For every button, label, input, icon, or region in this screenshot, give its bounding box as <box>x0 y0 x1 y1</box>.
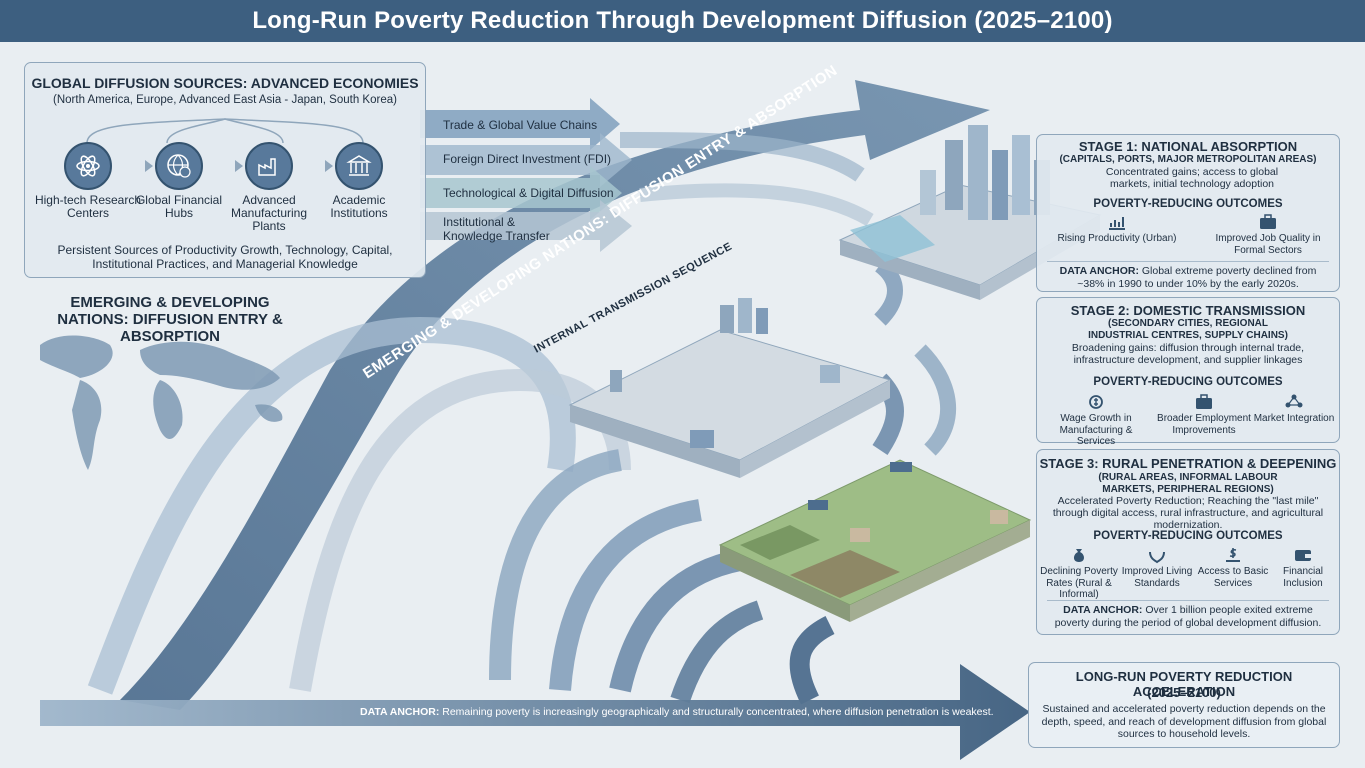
dollar-hand-icon <box>1226 548 1240 562</box>
sources-footer: Persistent Sources of Productivity Growt… <box>57 243 393 271</box>
channel-institutional: Institutional & Knowledge Transfer <box>443 215 550 243</box>
channel-arrow-2 <box>420 133 632 187</box>
stage3-panel: STAGE 3: RURAL PENETRATION & DEEPENING (… <box>1036 449 1340 635</box>
wallet-icon <box>1295 550 1311 561</box>
page-title: Long-Run Poverty Reduction Through Devel… <box>0 0 1365 42</box>
wage-icon <box>1089 395 1103 409</box>
source-label-finance: Global Financial Hubs <box>135 193 223 220</box>
acceleration-panel: LONG-RUN POVERTY REDUCTION ACCELERATION … <box>1028 662 1340 748</box>
institution-icon <box>335 142 383 190</box>
channel-tech: Technological & Digital Diffusion <box>443 186 614 200</box>
stage2-town-illustration <box>568 298 892 478</box>
sources-branch-lines <box>86 118 364 144</box>
stage1-panel: STAGE 1: NATIONAL ABSORPTION (CAPITALS, … <box>1036 134 1340 292</box>
outcome-label: Improved Job Quality in Formal Sectors <box>1215 233 1321 256</box>
anchor-label: DATA ANCHOR: <box>360 706 440 718</box>
outcome-financial-inclusion: Financial Inclusion <box>1267 546 1339 589</box>
outcome-label: Market Integration <box>1253 413 1335 424</box>
source-label-research: High-tech Research Centers <box>34 193 142 220</box>
stage3-desc: Accelerated Poverty Reduction; Reaching … <box>1052 495 1324 531</box>
sources-heading: GLOBAL DIFFUSION SOURCES: ADVANCED ECONO… <box>31 75 419 91</box>
stage1-desc: Concentrated gains; access to global mar… <box>1105 166 1279 190</box>
stage2-subtitle: (SECONDARY CITIES, REGIONAL INDUSTRIAL C… <box>1088 318 1288 341</box>
stage1-subtitle: (CAPITALS, PORTS, MAJOR METROPOLITAN ARE… <box>1059 154 1317 165</box>
stage2-desc: Broadening gains: diffusion through inte… <box>1071 342 1305 366</box>
factory-icon <box>245 142 293 190</box>
outcome-label: Declining Poverty Rates (Rural & Informa… <box>1040 566 1118 600</box>
acceleration-years: (2025–2100) <box>1147 685 1221 700</box>
outcome-basic-services: Access to Basic Services <box>1195 546 1271 589</box>
channel-arrow-1 <box>420 98 620 150</box>
acceleration-text: Sustained and accelerated poverty reduct… <box>1041 703 1327 740</box>
stage2-outcomes-heading: POVERTY-REDUCING OUTCOMES <box>1093 376 1283 388</box>
sources-subheading: (North America, Europe, Advanced East As… <box>53 94 397 106</box>
world-map <box>40 335 283 470</box>
sources-chain-arrows <box>115 160 333 172</box>
briefcase-icon <box>1260 214 1276 229</box>
stage2-title: STAGE 2: DOMESTIC TRANSMISSION <box>1070 303 1306 318</box>
stage1-anchor: DATA ANCHOR: Global extreme poverty decl… <box>1047 261 1329 290</box>
money-bag-icon <box>1074 549 1084 562</box>
source-label-academic: Academic Institutions <box>330 193 388 220</box>
stage2-panel: STAGE 2: DOMESTIC TRANSMISSION (SECONDAR… <box>1036 297 1340 447</box>
outcome-wage-growth: Wage Growth in Manufacturing & Services <box>1041 393 1151 448</box>
outcome-rising-productivity: Rising Productivity (Urban) <box>1057 213 1177 245</box>
stage1-outcomes-heading: POVERTY-REDUCING OUTCOMES <box>1093 198 1283 210</box>
outcome-label: Improved Living Standards <box>1121 566 1193 589</box>
outcome-declining-poverty: Declining Poverty Rates (Rural & Informa… <box>1039 546 1119 601</box>
outcome-label: Rising Productivity (Urban) <box>1057 233 1177 244</box>
channel-fdi: Foreign Direct Investment (FDI) <box>443 152 612 166</box>
source-label-manufacturing: Advanced Manufacturing Plants <box>230 193 308 233</box>
acceleration-title: LONG-RUN POVERTY REDUCTION ACCELERATION <box>1075 669 1293 699</box>
bottom-data-anchor: DATA ANCHOR: Remaining poverty is increa… <box>360 706 994 718</box>
anchor-text: Over 1 billion people exited extreme pov… <box>1054 604 1322 629</box>
outcome-label: Broader Employment Improvements <box>1157 413 1251 436</box>
outcome-living-standards: Improved Living Standards <box>1119 546 1195 589</box>
channel-arrow-4 <box>420 200 632 252</box>
channel-arrow-3 <box>420 166 622 220</box>
briefcase-icon <box>1196 394 1212 409</box>
outcome-label: Wage Growth in Manufacturing & Services <box>1059 413 1133 447</box>
outcome-label: Financial Inclusion <box>1282 566 1324 589</box>
network-icon <box>1285 394 1303 408</box>
emerging-heading: EMERGING & DEVELOPING NATIONS: DIFFUSION… <box>57 294 283 345</box>
anchor-text: Remaining poverty is increasingly geogra… <box>442 706 994 718</box>
atom-icon <box>64 142 112 190</box>
anchor-label: DATA ANCHOR: <box>1059 265 1139 277</box>
stage3-anchor: DATA ANCHOR: Over 1 billion people exite… <box>1047 600 1329 629</box>
stage1-title: STAGE 1: NATIONAL ABSORPTION <box>1078 139 1298 154</box>
anchor-label: DATA ANCHOR: <box>1063 604 1143 616</box>
stage3-outcomes-heading: POVERTY-REDUCING OUTCOMES <box>1093 530 1283 542</box>
outcome-employment: Broader Employment Improvements <box>1149 393 1259 436</box>
anchor-text: Global extreme poverty declined from ~38… <box>1077 265 1317 290</box>
outcome-job-quality: Improved Job Quality in Formal Sectors <box>1203 213 1333 256</box>
hands-icon <box>1149 551 1165 564</box>
outcome-label: Access to Basic Services <box>1197 566 1269 589</box>
stage3-subtitle: (RURAL AREAS, INFORMAL LABOUR MARKETS, P… <box>1098 472 1278 495</box>
channel-trade: Trade & Global Value Chains <box>443 118 598 132</box>
chart-up-icon <box>1109 217 1125 230</box>
acceleration-arrow <box>40 664 1030 760</box>
stage3-title: STAGE 3: RURAL PENETRATION & DEEPENING <box>1039 456 1337 471</box>
globe-money-icon <box>155 142 203 190</box>
outcome-market-integration: Market Integration <box>1249 393 1339 425</box>
sources-panel: GLOBAL DIFFUSION SOURCES: ADVANCED ECONO… <box>24 62 426 278</box>
stage3-rural-illustration <box>718 459 1032 622</box>
